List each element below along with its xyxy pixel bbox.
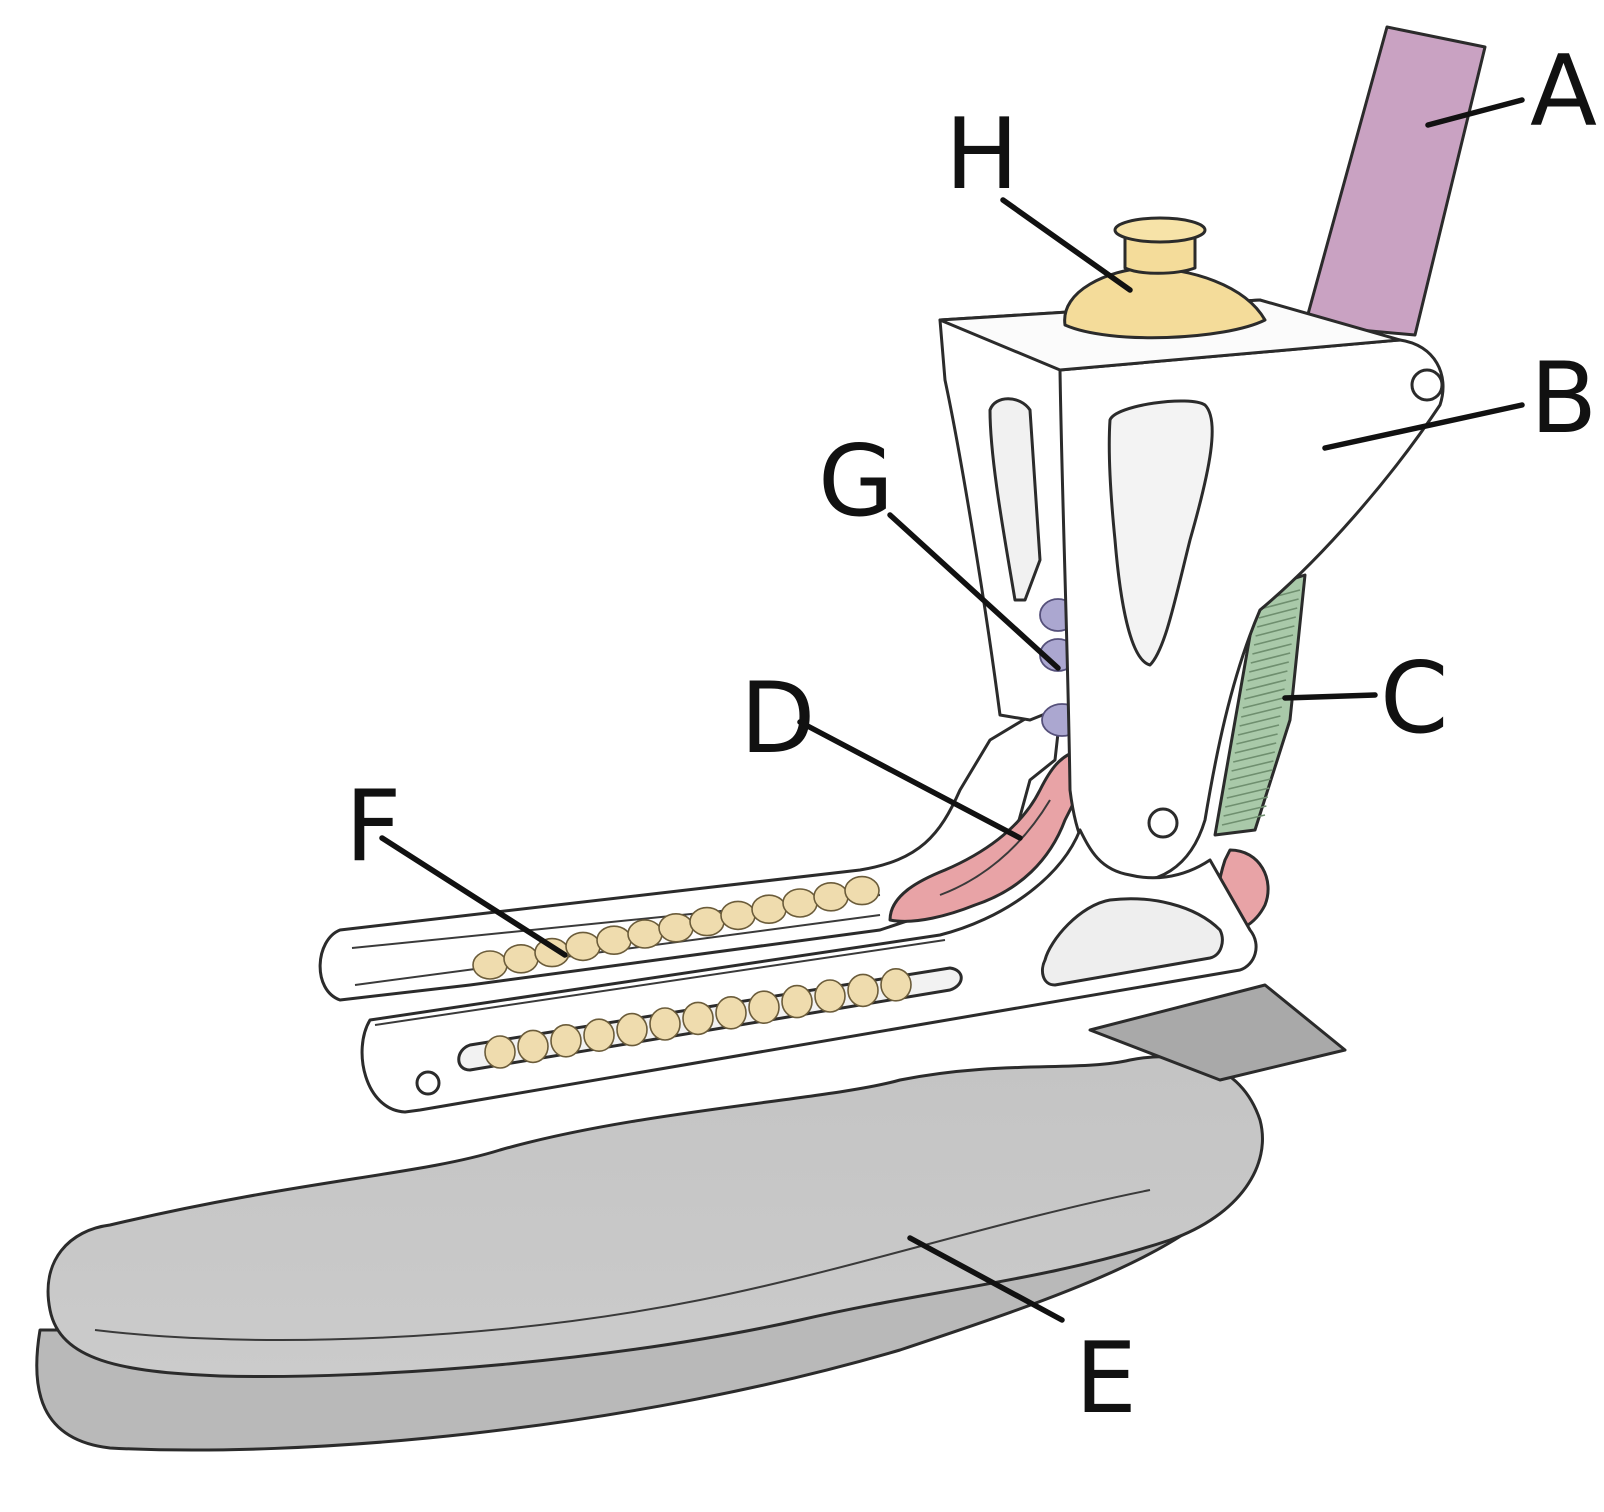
- slot-bead: [583, 1018, 615, 1052]
- leader-d: [797, 719, 1023, 841]
- toe-bead: [844, 875, 880, 906]
- heel-coil-line: [1233, 751, 1275, 763]
- heel-coil-line: [1221, 814, 1266, 826]
- keel-heel-window: [1041, 897, 1224, 987]
- heel-coil-line: [1244, 688, 1285, 700]
- frame-bottom-pivot: [1147, 807, 1179, 839]
- part-labels: A B C D E F G H: [345, 35, 1597, 1436]
- slot-bead: [847, 973, 879, 1008]
- toe-bead: [813, 881, 849, 912]
- leader-h: [1000, 197, 1133, 293]
- toe-bead: [472, 950, 508, 980]
- heel-coil-line: [1226, 787, 1270, 799]
- leader-b: [1322, 402, 1525, 451]
- toe-bead: [503, 943, 539, 974]
- heel-coil-line: [1245, 679, 1287, 691]
- label-f: F: [345, 770, 401, 884]
- label-g: G: [818, 425, 894, 539]
- leader-f: [379, 835, 568, 958]
- slot-bead: [550, 1024, 582, 1058]
- leader-e: [907, 1235, 1065, 1323]
- label-a: A: [1530, 35, 1597, 149]
- pylon-tube-icon: [1303, 25, 1487, 337]
- slot-bead: [715, 995, 747, 1030]
- slot-bead: [484, 1035, 516, 1069]
- toe-bead: [782, 888, 818, 918]
- toe-bead: [720, 900, 756, 931]
- heel-coil-line: [1249, 661, 1289, 673]
- slot-bead: [616, 1012, 648, 1047]
- heel-coil-line: [1258, 607, 1298, 619]
- heel-coil-line: [1241, 706, 1282, 718]
- heel-coil-line: [1247, 670, 1288, 682]
- frame-back-window: [988, 397, 1042, 602]
- label-c: C: [1380, 642, 1448, 756]
- slot-bead: [649, 1007, 681, 1041]
- heel-coil-line: [1260, 598, 1299, 610]
- ankle-frame-icon: [1058, 338, 1445, 883]
- heel-coil-line: [1229, 769, 1273, 781]
- heel-spring-icon: [1213, 573, 1307, 837]
- heel-coil-line: [1256, 616, 1297, 628]
- heel-coil-line: [1225, 796, 1268, 808]
- slot-bead: [682, 1001, 714, 1036]
- heel-plate: [1088, 983, 1347, 1082]
- toe-bead: [689, 906, 725, 937]
- leader-a: [1425, 97, 1525, 128]
- heel-coil-line: [1253, 634, 1294, 646]
- heel-coil-line: [1252, 643, 1292, 655]
- frame-top-pivot: [1410, 368, 1444, 402]
- heel-coil-line: [1255, 625, 1295, 637]
- leader-g: [887, 512, 1061, 671]
- frame-front-window: [1107, 399, 1214, 667]
- label-e: E: [1075, 1322, 1137, 1436]
- label-h: H: [945, 98, 1019, 212]
- toe-bead: [751, 894, 787, 925]
- toe-bead: [596, 925, 632, 956]
- slot-bead: [814, 979, 846, 1013]
- heel-coil-line: [1236, 733, 1278, 745]
- heel-coil-line: [1237, 724, 1280, 736]
- heel-coil-line: [1223, 805, 1267, 817]
- keel-front-pivot: [415, 1070, 441, 1096]
- heel-coil-line: [1242, 697, 1284, 709]
- toe-bead: [658, 912, 694, 943]
- slot-bead: [748, 990, 780, 1025]
- leader-c: [1282, 692, 1378, 701]
- foot-sole-icon: [35, 1055, 1264, 1452]
- toe-springs-icon: [472, 875, 880, 980]
- label-b: B: [1530, 342, 1597, 456]
- toe-springs-lower: [484, 967, 912, 1069]
- slot-bead: [880, 967, 912, 1002]
- heel-coil-line: [1239, 715, 1281, 727]
- heel-coil-line: [1250, 652, 1291, 664]
- toe-bead: [627, 919, 663, 949]
- slot-bead: [517, 1029, 549, 1064]
- heel-coil-line: [1228, 778, 1271, 790]
- adjustment-cap-icon: [1063, 216, 1267, 340]
- heel-coil-line: [1234, 742, 1277, 754]
- leader-lines: [379, 97, 1525, 1323]
- slot-bead: [781, 984, 813, 1019]
- sole-contour: [94, 1189, 1151, 1341]
- label-d: D: [740, 662, 815, 776]
- heel-coil-line: [1231, 760, 1274, 772]
- toe-bead: [565, 931, 601, 962]
